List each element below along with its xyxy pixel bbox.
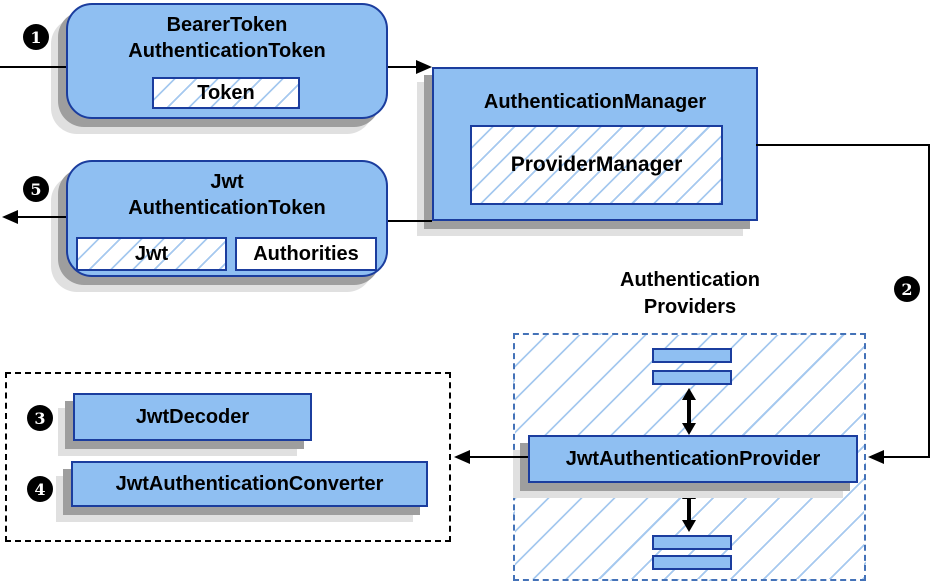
connector-manager-to-provider-bottom-line	[884, 456, 930, 458]
connector-token-to-manager-line	[388, 66, 418, 68]
jwt-helpers-group-box	[5, 372, 451, 542]
arrowhead-down-icon	[682, 423, 696, 435]
jwt-token-node-title-line2: AuthenticationToken	[128, 197, 326, 219]
provider-placeholder-bar-bottom-1	[652, 535, 732, 550]
provider-placeholder-bar-bottom-2	[652, 555, 732, 570]
bearer-token-authentication-token-node: BearerToken AuthenticationToken Token	[66, 3, 388, 119]
connector-request-in-line	[0, 66, 66, 68]
step-badge-3-number: 3	[34, 408, 46, 428]
jwt-authentication-provider-title: JwtAuthenticationProvider	[565, 447, 821, 470]
connector-manager-to-provider-top-line	[756, 144, 930, 146]
connector-manager-to-provider-vertical-line	[928, 144, 930, 458]
step-badge-1-number: 1	[30, 27, 42, 47]
authentication-providers-label-line2: Providers	[643, 296, 737, 318]
step-badge-5: 5	[23, 176, 49, 202]
authorities-slot: Authorities	[235, 237, 377, 271]
jwt-decoder-node: JwtDecoder	[73, 393, 312, 441]
step-badge-2: 2	[894, 276, 920, 302]
arrowhead-up-icon	[682, 388, 696, 400]
step-badge-2-number: 2	[901, 279, 913, 299]
token-slot-label: Token	[197, 81, 255, 104]
provider-manager-slot: ProviderManager	[470, 125, 723, 205]
arrowhead-right-icon	[416, 60, 432, 74]
provider-placeholder-bar-top-1	[652, 348, 732, 363]
jwt-slot: Jwt	[76, 237, 227, 271]
jwt-decoder-title: JwtDecoder	[135, 405, 250, 428]
provider-placeholder-bar-top-2	[652, 370, 732, 385]
jwt-authentication-converter-node: JwtAuthenticationConverter	[71, 461, 428, 507]
jwt-authentication-provider-node: JwtAuthenticationProvider	[528, 435, 858, 483]
step-badge-3: 3	[27, 405, 53, 431]
authentication-providers-label: Authentication Providers	[555, 267, 825, 321]
arrow-shaft	[687, 497, 691, 523]
authentication-manager-node: AuthenticationManager ProviderManager	[432, 67, 758, 221]
connector-jwt-token-out-line	[18, 216, 66, 218]
jwt-authentication-token-node: Jwt AuthenticationToken Jwt Authorities	[66, 160, 388, 277]
authorities-slot-label: Authorities	[253, 242, 359, 265]
step-badge-4: 4	[27, 476, 53, 502]
arrowhead-down-icon	[682, 520, 696, 532]
token-slot: Token	[152, 77, 300, 109]
step-badge-4-number: 4	[34, 479, 46, 499]
arrowhead-up-icon	[682, 487, 696, 499]
jwt-slot-label: Jwt	[134, 242, 169, 265]
arrowhead-left-icon	[2, 210, 18, 224]
step-badge-1: 1	[23, 24, 49, 50]
bearer-token-node-title-line2: AuthenticationToken	[128, 40, 326, 62]
arrow-shaft	[687, 398, 691, 426]
bearer-token-node-title-line1: BearerToken	[166, 14, 288, 36]
jwt-token-node-title-line1: Jwt	[210, 171, 244, 193]
connector-manager-to-jwt-token-line	[388, 220, 432, 222]
provider-manager-label: ProviderManager	[510, 153, 683, 176]
jwt-authentication-converter-title: JwtAuthenticationConverter	[115, 472, 384, 495]
connector-provider-to-helpers-line	[470, 456, 528, 458]
authentication-manager-title: AuthenticationManager	[483, 91, 707, 113]
authentication-providers-label-line1: Authentication	[620, 269, 760, 291]
step-badge-5-number: 5	[30, 179, 42, 199]
arrowhead-left-icon	[868, 450, 884, 464]
arrowhead-left-icon	[454, 450, 470, 464]
